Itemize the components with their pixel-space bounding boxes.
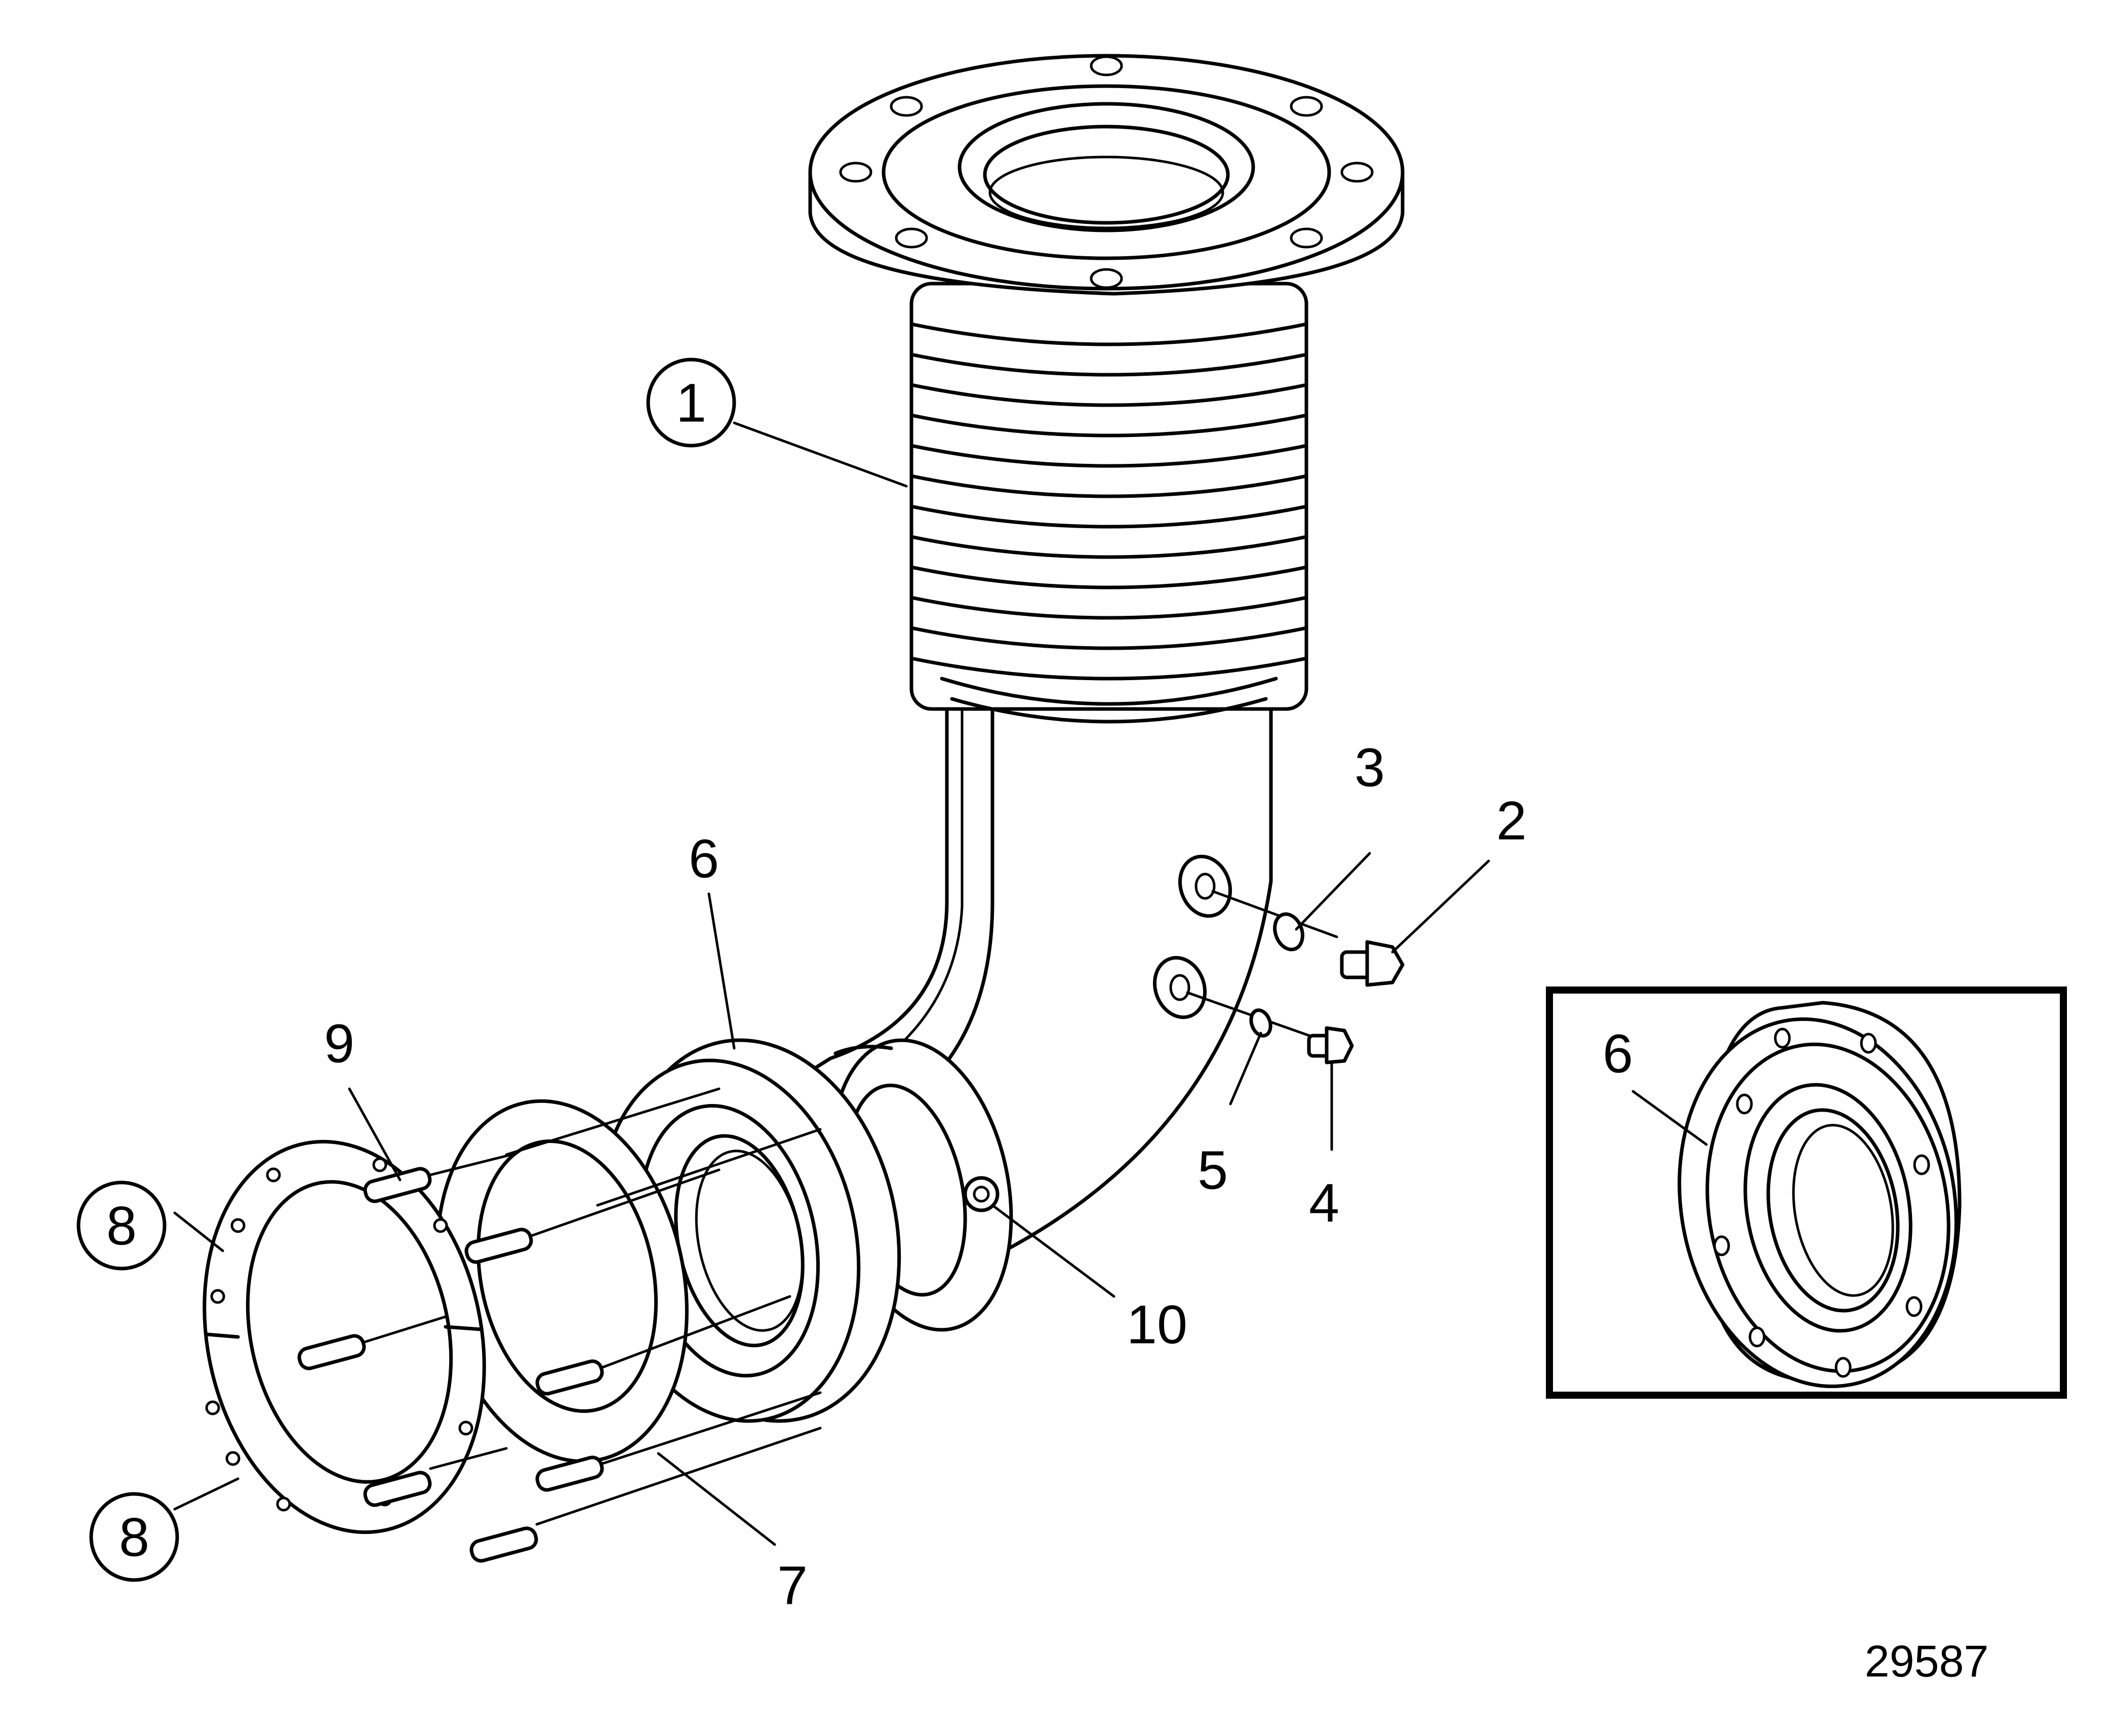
top-flange bbox=[808, 54, 1405, 296]
flange-bolt-hole bbox=[1090, 268, 1123, 289]
flange-bolt-hole bbox=[1090, 55, 1123, 76]
sealing-ring-3 bbox=[1273, 912, 1304, 952]
label-9: 9 bbox=[324, 1013, 354, 1074]
inset-label-6: 6 bbox=[1603, 1023, 1633, 1084]
drawing-number: 29587 bbox=[1865, 1636, 1989, 1686]
exhaust-bellows-elbow bbox=[788, 54, 1405, 1278]
label-3: 3 bbox=[1354, 737, 1385, 798]
leader-lines bbox=[173, 421, 1490, 1546]
split-line bbox=[206, 1325, 483, 1339]
label-7: 7 bbox=[777, 1555, 808, 1616]
intermediate-flange bbox=[597, 1038, 901, 1423]
callout-1: 1 bbox=[646, 358, 736, 448]
label-2: 2 bbox=[1496, 790, 1527, 851]
plug-assembly-lower bbox=[1152, 956, 1354, 1064]
inset-detail-part-6: 6 bbox=[1546, 987, 2067, 1399]
flange-bolt-hole bbox=[1340, 162, 1374, 183]
label-6: 6 bbox=[689, 828, 719, 889]
flange-bolt-hole bbox=[895, 227, 928, 249]
plug-2 bbox=[1340, 940, 1405, 987]
flange-bolt-hole bbox=[1290, 227, 1323, 249]
stud bbox=[363, 1447, 508, 1507]
callout-8-lower: 8 bbox=[89, 1492, 179, 1582]
label-4: 4 bbox=[1309, 1172, 1339, 1234]
studs bbox=[297, 1087, 822, 1563]
flange-bolt-hole bbox=[1290, 96, 1323, 117]
stud bbox=[363, 1153, 513, 1203]
nut bbox=[963, 1176, 1000, 1212]
label-1: 1 bbox=[676, 372, 706, 433]
label-8-lower: 8 bbox=[119, 1507, 149, 1568]
label-8-upper: 8 bbox=[106, 1195, 137, 1256]
stud bbox=[464, 1168, 721, 1264]
flange-bolt-hole bbox=[839, 162, 872, 183]
plug-4 bbox=[1307, 1026, 1354, 1064]
bellows-convolutions bbox=[909, 282, 1308, 724]
sealing-ring-5 bbox=[1249, 1008, 1272, 1038]
label-5: 5 bbox=[1198, 1139, 1228, 1201]
label-10: 10 bbox=[1127, 1294, 1187, 1355]
stud bbox=[535, 1295, 791, 1396]
flange-bolt-hole bbox=[890, 96, 923, 117]
stud bbox=[297, 1315, 447, 1370]
plug-assembly-upper bbox=[1178, 854, 1405, 987]
callout-8-upper: 8 bbox=[76, 1180, 167, 1271]
inset-flange bbox=[1678, 1001, 1962, 1388]
stud bbox=[535, 1391, 822, 1492]
stud bbox=[469, 1427, 822, 1563]
